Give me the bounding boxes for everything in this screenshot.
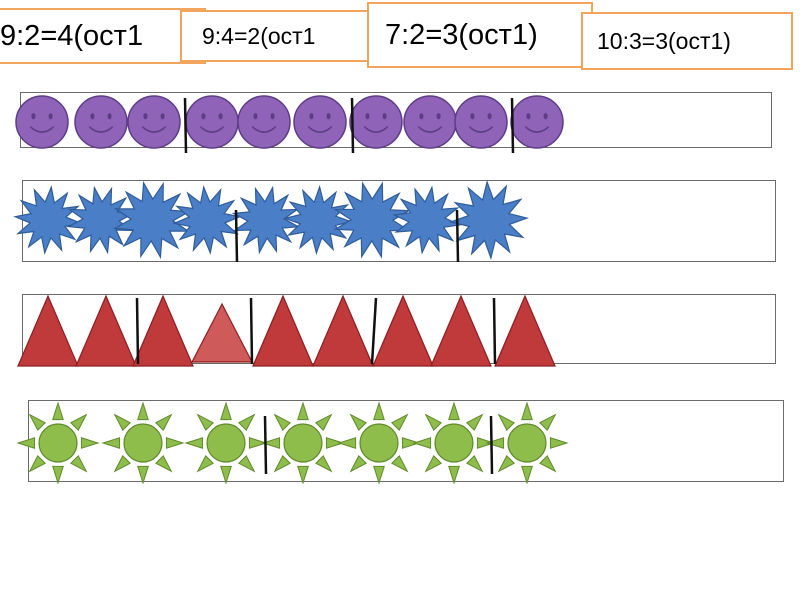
sun-icon <box>16 401 100 485</box>
group-divider-line <box>350 97 355 154</box>
equation-label-2: 9:4=2(ост1 <box>180 10 376 62</box>
group-divider-line <box>510 97 515 154</box>
sun-icon <box>485 401 569 485</box>
triangle-icon <box>430 294 492 367</box>
row-star-burst-group <box>13 179 530 263</box>
star-burst-icon <box>66 185 136 255</box>
equation-text-1: 9:2=4(ост1 <box>0 19 144 52</box>
triangle-icon <box>312 294 374 367</box>
equation-text-2: 9:4=2(ост1 <box>202 22 316 49</box>
group-divider-line <box>455 209 460 263</box>
sun-icon <box>101 401 185 485</box>
row-sun-group <box>16 401 569 485</box>
group-divider-line <box>234 209 239 263</box>
group-divider-line <box>135 297 140 365</box>
sun-icon <box>337 401 421 485</box>
smiley-icon <box>237 95 291 149</box>
equation-label-1: 9:2=4(ост1 <box>0 8 206 64</box>
row-frame-stars <box>22 180 776 262</box>
smiley-icon <box>74 95 128 149</box>
smiley-icon <box>185 95 239 149</box>
smiley-icon <box>510 95 564 149</box>
triangle-icon <box>252 294 314 367</box>
smiley-icon <box>15 95 69 149</box>
star-burst-icon <box>231 185 301 255</box>
sun-icon <box>184 401 268 485</box>
triangle-icon <box>494 294 556 367</box>
equation-label-3: 7:2=3(ост1) <box>367 2 593 68</box>
triangle-icon <box>191 302 253 363</box>
sun-icon <box>412 401 496 485</box>
star-burst-icon <box>392 185 462 255</box>
equation-label-4: 10:3=3(ост1) <box>581 12 793 70</box>
group-divider-line <box>489 415 494 475</box>
triangle-icon <box>17 294 79 367</box>
sun-icon <box>261 401 345 485</box>
smiley-icon <box>349 95 403 149</box>
star-burst-icon <box>112 180 192 260</box>
row-triangle-group <box>17 294 556 367</box>
group-divider-line <box>249 297 254 365</box>
triangle-icon <box>75 294 137 367</box>
triangle-icon <box>132 294 194 367</box>
star-burst-icon <box>333 181 411 259</box>
smiley-icon <box>127 95 181 149</box>
group-divider-line <box>263 415 268 475</box>
equation-text-4: 10:3=3(ост1) <box>597 27 731 54</box>
smiley-icon <box>403 95 457 149</box>
star-burst-icon <box>448 179 530 261</box>
star-burst-icon <box>172 185 242 255</box>
group-divider-line <box>370 297 378 365</box>
star-burst-icon <box>13 185 83 255</box>
smiley-icon <box>293 95 347 149</box>
smiley-icon <box>454 95 508 149</box>
group-divider-line <box>183 97 188 154</box>
equation-text-3: 7:2=3(ост1) <box>385 18 538 51</box>
triangle-icon <box>372 294 434 367</box>
row-smiley-group <box>15 95 564 154</box>
star-burst-icon <box>282 184 354 256</box>
group-divider-line <box>492 297 497 365</box>
